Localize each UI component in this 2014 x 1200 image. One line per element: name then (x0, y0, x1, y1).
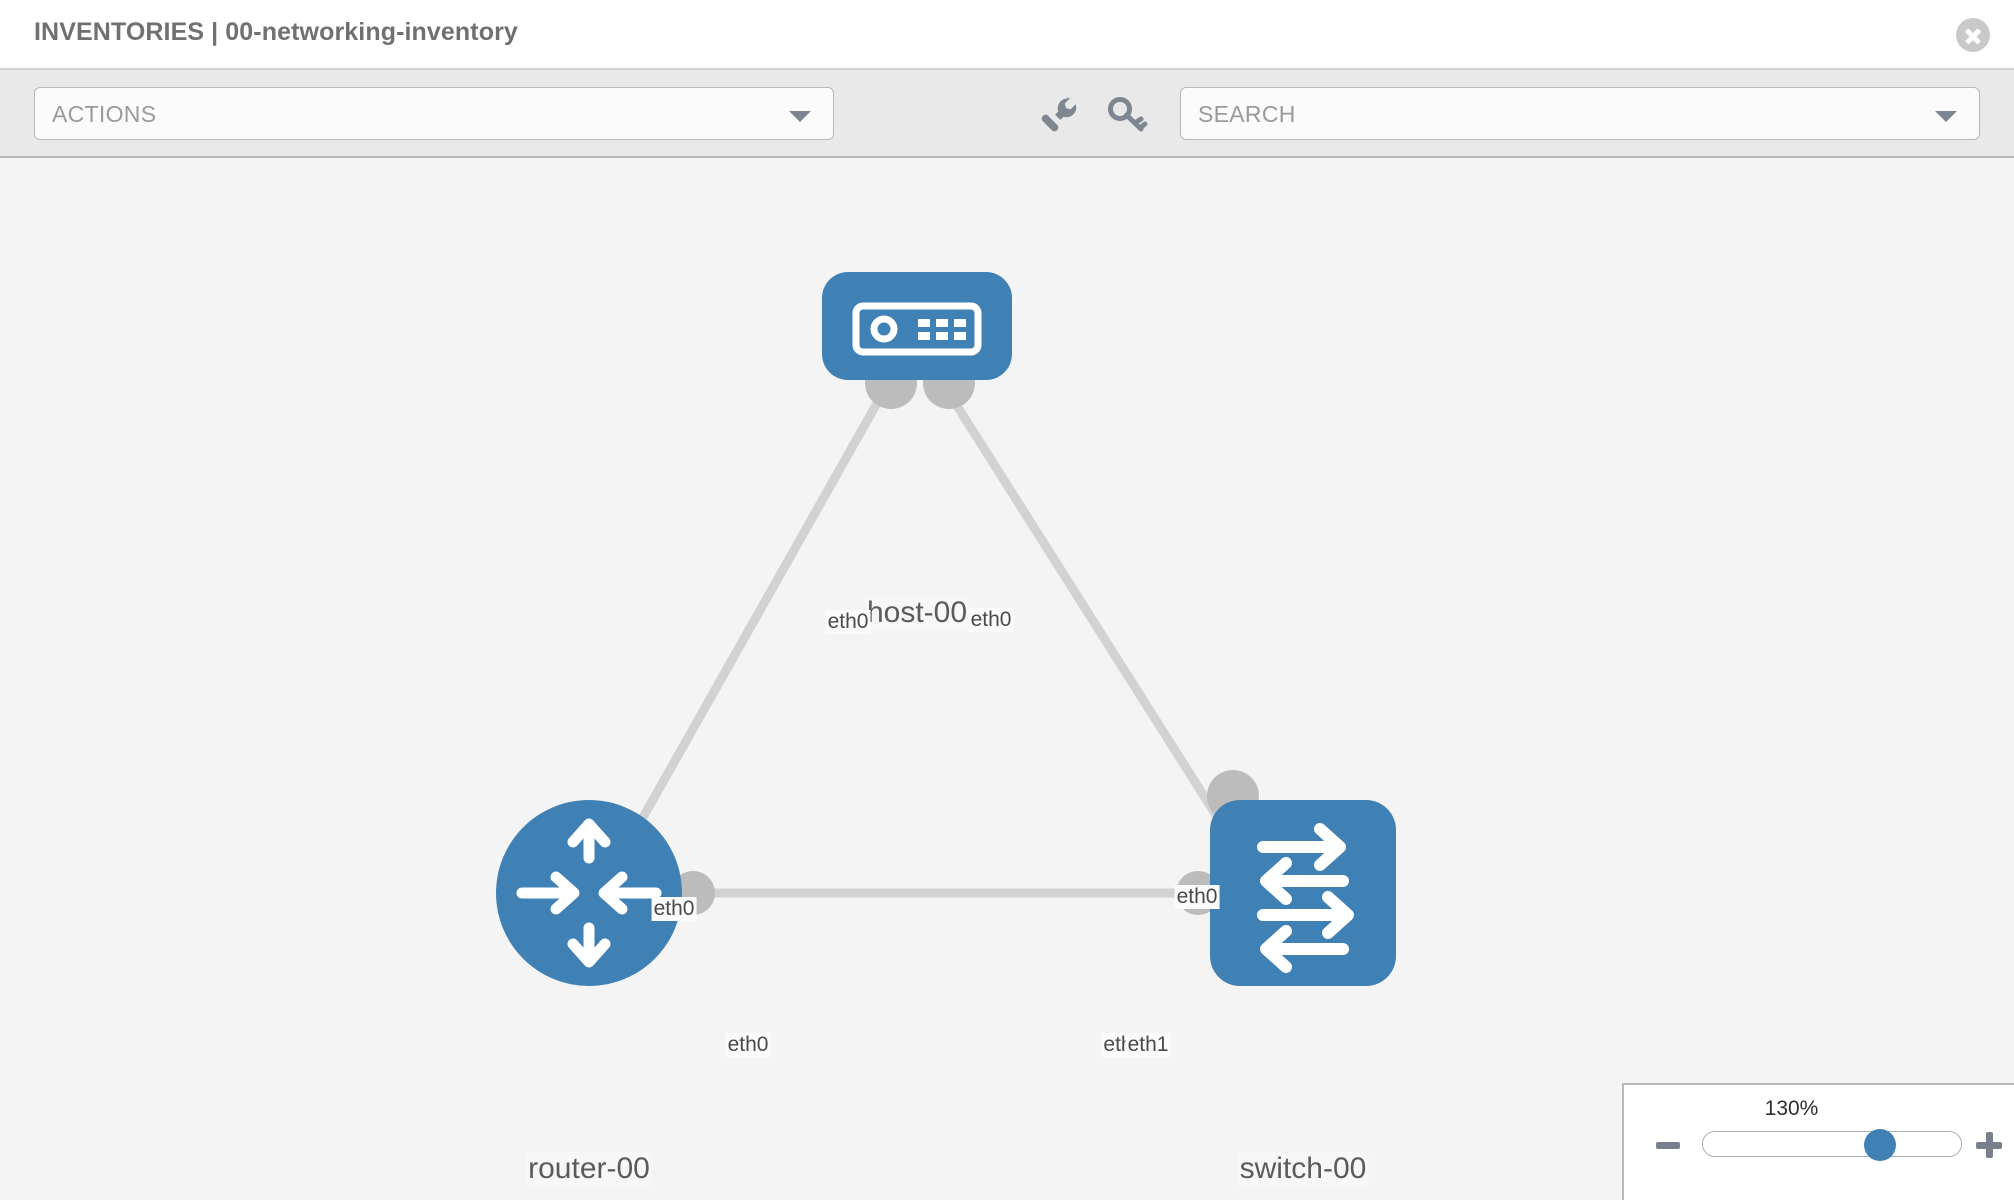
chevron-down-icon[interactable] (1935, 111, 1957, 122)
switch-icon (1257, 823, 1354, 973)
node-host-00[interactable] (822, 272, 1012, 380)
iface-label-switch00-eth1[interactable]: eth1 (1125, 1033, 1171, 1057)
node-label-router-00[interactable]: router-00 (526, 1152, 652, 1186)
link-host00-router00[interactable] (616, 395, 884, 861)
search-placeholder: SEARCH (1198, 101, 1296, 127)
actions-dropdown-label: ACTIONS (52, 101, 157, 127)
server-icon (852, 302, 982, 356)
topology-graph (496, 272, 1396, 986)
zoom-slider-track[interactable] (1702, 1131, 1962, 1157)
zoom-control-panel: 130% (1622, 1083, 2014, 1200)
key-icon[interactable] (1105, 92, 1149, 136)
search-input[interactable]: SEARCH (1180, 87, 1980, 140)
wrench-icon[interactable] (1037, 92, 1081, 136)
node-label-switch-00[interactable]: switch-00 (1237, 1152, 1369, 1186)
close-icon[interactable] (1956, 18, 1990, 52)
node-switch-00[interactable] (1210, 800, 1396, 986)
zoom-out-button[interactable] (1656, 1142, 1680, 1149)
iface-label-host00-eth0-left[interactable]: eth0 (825, 610, 871, 634)
router-icon (516, 818, 662, 968)
iface-label-router00-eth0[interactable]: eth0 (725, 1033, 771, 1057)
chevron-down-icon (789, 111, 811, 122)
iface-label-switch00-eth0-up[interactable]: eth0 (1174, 885, 1220, 909)
page-header: INVENTORIES | 00-networking-inventory (0, 0, 2014, 68)
link-host00-switch00[interactable] (948, 395, 1244, 856)
topology-canvas[interactable]: host-00 router-00 switch-00 eth0 eth0 et… (0, 158, 2014, 1200)
zoom-level-label: 130% (1764, 1097, 1819, 1120)
actions-dropdown[interactable]: ACTIONS (34, 87, 834, 140)
iface-label-router00-eth0-up[interactable]: eth0 (651, 897, 697, 921)
zoom-in-button[interactable] (1976, 1132, 2002, 1158)
iface-label-host00-eth0-right[interactable]: eth0 (968, 608, 1014, 632)
zoom-slider-thumb[interactable] (1864, 1129, 1896, 1161)
node-label-host-00[interactable]: host-00 (864, 596, 970, 630)
node-router-00[interactable] (496, 800, 682, 986)
toolbar: ACTIONS SEARCH (0, 68, 2014, 158)
page-title: INVENTORIES | 00-networking-inventory (34, 18, 518, 46)
